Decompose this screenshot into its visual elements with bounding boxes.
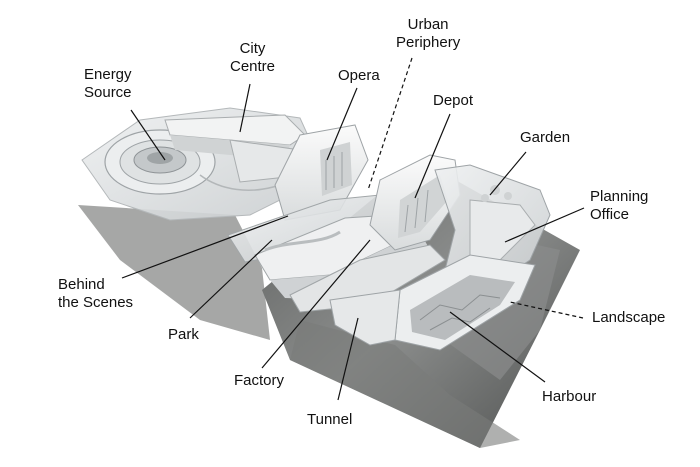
label-landscape: Landscape (592, 309, 666, 326)
leader-lines (121, 57, 585, 401)
leader-behind-the-scenes (121, 215, 289, 279)
label-urban-periphery: Urban Periphery (396, 16, 461, 51)
label-planning-office: Planning Office (590, 188, 649, 223)
label-factory: Factory (234, 372, 285, 389)
label-behind-the-scenes: Behind the Scenes (58, 276, 134, 311)
leader-tunnel (337, 317, 359, 401)
harbour-building (329, 254, 536, 351)
label-depot: Depot (433, 92, 474, 109)
label-city-centre: City Centre (230, 40, 276, 75)
label-harbour: Harbour (542, 388, 597, 405)
leader-depot (414, 113, 451, 199)
leader-park (189, 239, 273, 319)
leader-landscape (509, 301, 584, 319)
label-park: Park (168, 326, 199, 343)
opera-building (274, 124, 369, 221)
leader-city-centre (239, 83, 251, 133)
leader-opera (326, 87, 358, 161)
leader-energy-source (130, 109, 166, 161)
label-tunnel: Tunnel (307, 411, 353, 428)
label-opera: Opera (338, 67, 380, 84)
central-building-bars (227, 194, 446, 313)
leader-factory (261, 239, 371, 369)
label-garden: Garden (520, 129, 571, 146)
leader-harbour (449, 311, 546, 383)
leader-garden (489, 151, 527, 196)
city-centre-building (164, 114, 306, 183)
label-energy-source: Energy Source (84, 66, 132, 101)
leader-planning-office (504, 207, 585, 243)
leader-urban-periphery (367, 57, 413, 191)
